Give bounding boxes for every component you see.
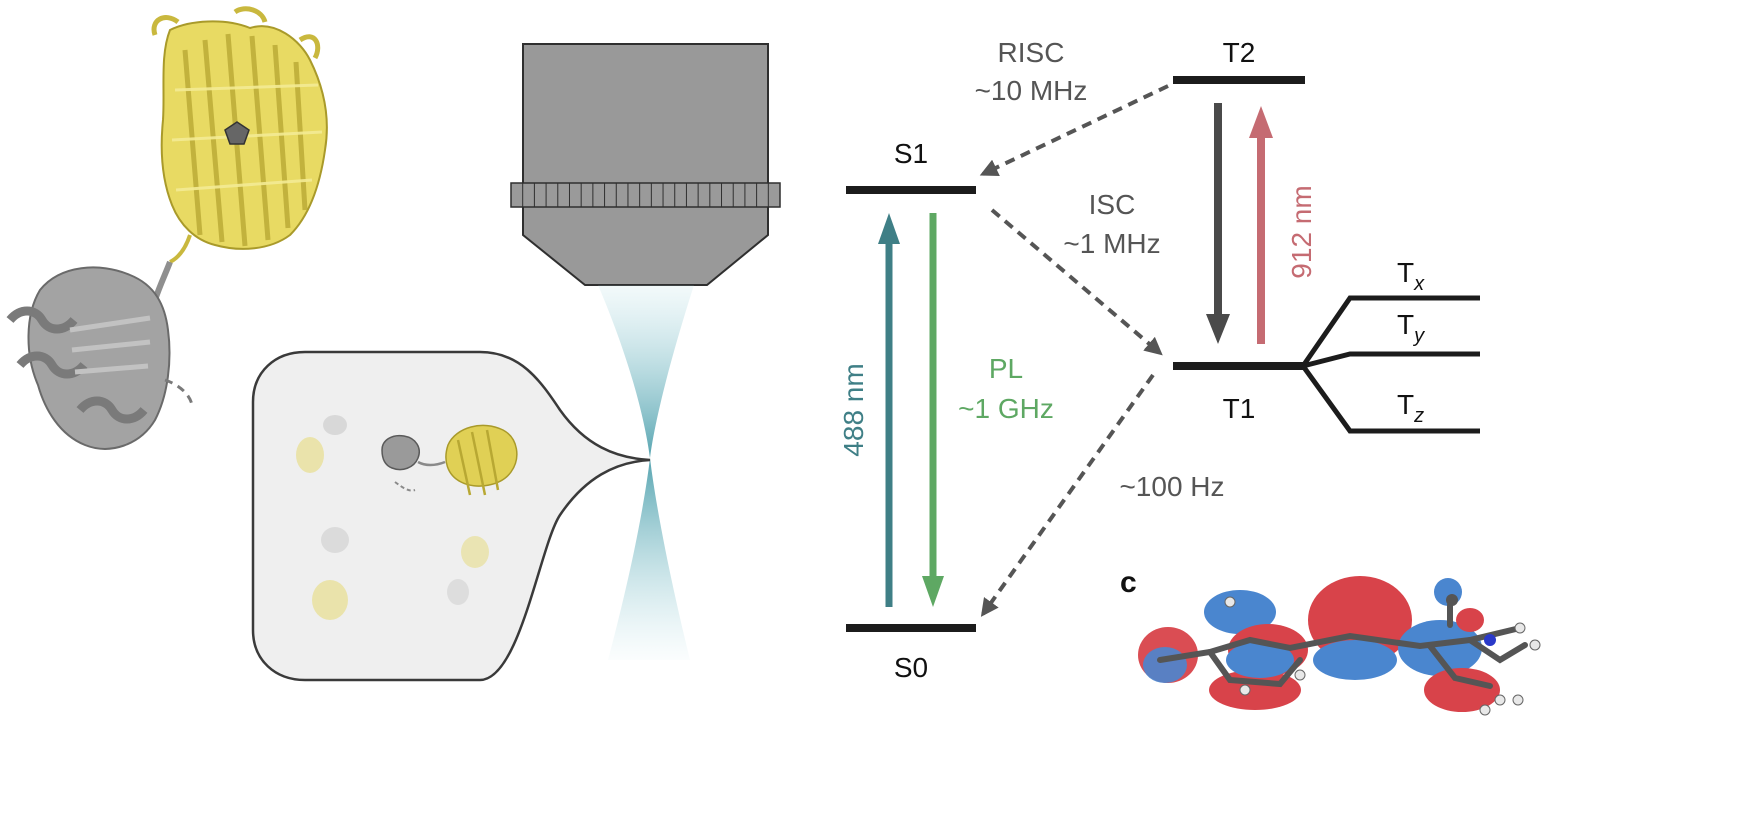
molecular-orbital-rendering (1138, 576, 1541, 716)
t2-to-t1-relaxation-arrow (1206, 103, 1230, 344)
microscope-objective (510, 43, 781, 286)
risc-label: RISC (998, 37, 1065, 68)
t1-sublevel-splitting (1300, 295, 1480, 434)
pl-label: PL (989, 353, 1023, 384)
repump-912nm-arrow (1249, 106, 1273, 344)
focused-protein-copy (381, 424, 518, 496)
laser-beam-focus (598, 285, 694, 660)
phosphorescence-arrow (980, 373, 1155, 617)
excitation-wavelength-label: 488 nm (838, 363, 869, 456)
photoluminescence-arrow (922, 213, 944, 607)
tz-sublevel (1300, 364, 1480, 434)
yellow-fluorescent-protein-barrel (151, 6, 328, 250)
risc-arrow (979, 84, 1169, 176)
linker-yellow (169, 234, 192, 264)
excitation-arrow (878, 213, 900, 607)
s0-label: S0 (894, 652, 928, 683)
pl-rate-label: ~1 GHz (958, 393, 1054, 424)
sample-zoom-inset (251, 350, 651, 682)
isc-label: ISC (1089, 189, 1136, 220)
repump-wavelength-label: 912 nm (1286, 185, 1317, 278)
linker-grey (152, 260, 173, 301)
isc-rate-label: ~1 MHz (1063, 228, 1160, 259)
ty-label: Ty (1397, 309, 1425, 347)
risc-rate-label: ~10 MHz (975, 75, 1088, 106)
tx-sublevel (1300, 295, 1480, 368)
tz-label: Tz (1397, 389, 1424, 427)
faded-protein-copy-2 (312, 527, 349, 620)
objective-knurled-ring (510, 182, 781, 208)
grey-protein-domain (6, 266, 194, 450)
t2-label: T2 (1223, 37, 1256, 68)
tx-label: Tx (1397, 257, 1425, 295)
isc-arrow (990, 208, 1163, 356)
panel-label-c: c (1120, 566, 1137, 599)
t1-label: T1 (1223, 393, 1256, 424)
protein-structure-illustration (6, 6, 328, 450)
phosphorescence-rate-label: ~100 Hz (1119, 471, 1224, 502)
faded-protein-copy-3 (447, 536, 489, 605)
s1-label: S1 (894, 138, 928, 169)
energy-level-diagram: S1 S0 T2 T1 Tx Ty Tz RISC ~10 MHz ISC ~1… (838, 37, 1480, 683)
faded-protein-copy-1 (296, 415, 347, 473)
ty-sublevel (1302, 351, 1480, 369)
